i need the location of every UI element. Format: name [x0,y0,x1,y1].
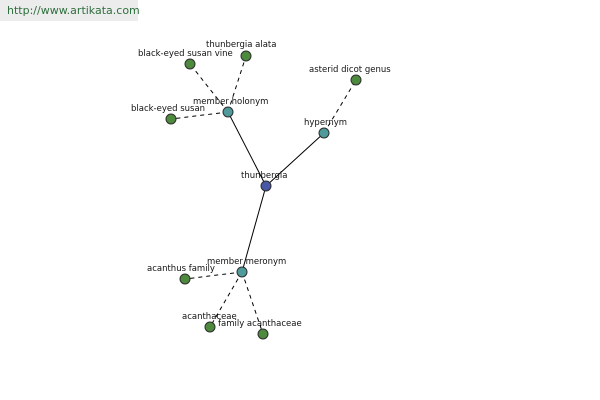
node-black-eyed-susan-vine[interactable] [184,58,196,70]
node-thunbergia[interactable] [260,180,272,192]
node-asterid-dicot-genus[interactable] [350,74,362,86]
node-label-hypernym[interactable]: hypernym [304,118,347,128]
edge-thunbergia-to-member-holonym [227,111,267,187]
nodes-layer [165,50,362,340]
edge-member-holonym-to-black-eyed-susan-vine [189,63,229,113]
node-label-acanthaceae[interactable]: acanthaceae [182,312,237,322]
node-thunbergia-alata[interactable] [240,50,252,62]
node-label-black-eyed-susan[interactable]: black-eyed susan [131,104,205,114]
node-member-holonym[interactable] [222,106,234,118]
edge-hypernym-to-asterid-dicot-genus [323,79,357,134]
edge-member-meronym-to-acanthaceae [209,271,243,328]
source-url[interactable]: http://www.artikata.com [0,0,140,21]
edge-thunbergia-to-hypernym [265,132,325,187]
edges-layer [170,55,357,335]
node-family-acanthaceae[interactable] [257,328,269,340]
node-member-meronym[interactable] [236,266,248,278]
node-label-black-eyed-susan-vine[interactable]: black-eyed susan vine [138,49,233,59]
edge-thunbergia-to-member-meronym [241,185,267,273]
node-label-thunbergia-alata[interactable]: thunbergia alata [206,40,276,50]
edge-member-meronym-to-acanthus-family [184,271,243,280]
node-acanthus-family[interactable] [179,273,191,285]
node-label-family-acanthaceae[interactable]: family acanthaceae [218,319,302,329]
edge-member-holonym-to-black-eyed-susan [170,111,229,120]
node-label-acanthus-family[interactable]: acanthus family [147,264,215,274]
node-label-member-holonym[interactable]: member holonym [193,97,268,107]
node-acanthaceae[interactable] [204,321,216,333]
node-hypernym[interactable] [318,127,330,139]
node-label-thunbergia[interactable]: thunbergia [241,171,287,181]
edge-member-holonym-to-thunbergia-alata [227,55,247,113]
labels-layer: thunbergia member holonym hypernym member m… [131,40,391,329]
node-label-member-meronym[interactable]: member meronym [207,257,286,267]
node-black-eyed-susan[interactable] [165,113,177,125]
edge-member-meronym-to-family-acanthaceae [241,271,264,335]
node-label-asterid-dicot-genus[interactable]: asterid dicot genus [309,65,391,75]
